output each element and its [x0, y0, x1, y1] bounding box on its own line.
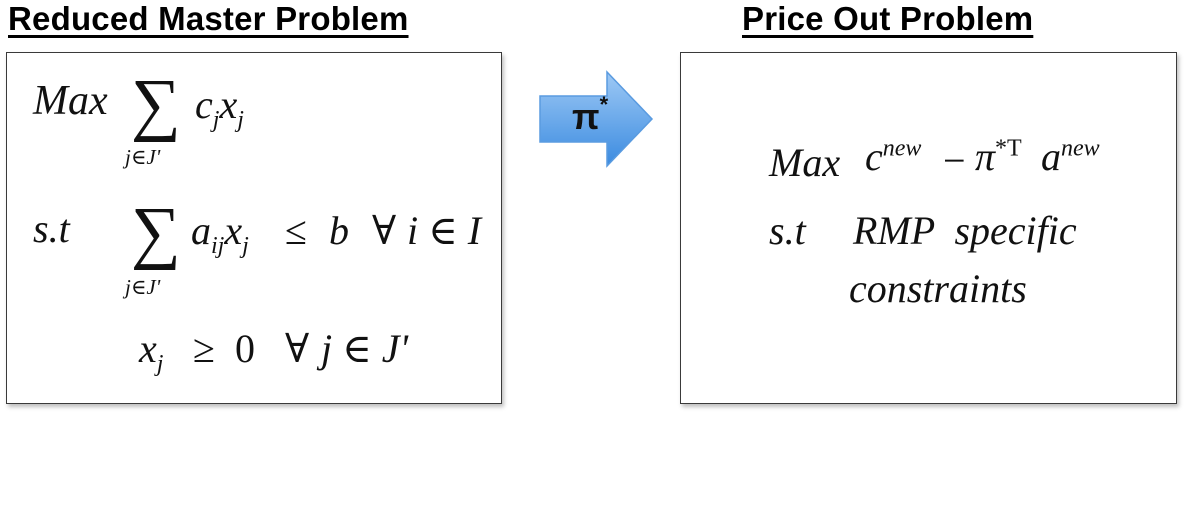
rmp-constraint-sum-index: j∈J' — [125, 275, 161, 299]
rmp-objective-sum-symbol: ∑ — [131, 66, 181, 143]
rmp-constraint-lhs: aijxj — [191, 208, 249, 259]
po-a-new: anew — [1041, 134, 1100, 179]
rmp-geq-symbol: ≥ — [193, 326, 215, 371]
po-max-keyword: Max — [769, 140, 841, 185]
rmp-forall-i-symbol: ∀ — [372, 208, 397, 253]
rmp-objective-terms: cjxj — [195, 82, 244, 133]
po-st-label: s.t — [769, 208, 806, 253]
po-minus-symbol: − — [943, 138, 966, 183]
dual-price-arrow-icon — [539, 70, 654, 168]
rmp-nonneg-var: xj — [139, 326, 164, 377]
rmp-box: Max ∑ cjxj j∈J' s.t ∑ aijxj ≤ b ∀ i ∈ I … — [6, 52, 502, 404]
rmp-forall-j-symbol: ∀ — [285, 326, 310, 371]
price-out-box: Max cnew − π*T anew s.t RMP specific con… — [680, 52, 1177, 404]
rmp-nonneg-rhs: 0 — [235, 326, 255, 371]
po-constraint-line1: RMP specific — [853, 208, 1077, 253]
rmp-constraint-sum-symbol: ∑ — [131, 194, 181, 271]
rmp-forall-j-set: j ∈ J' — [321, 326, 409, 371]
price-out-title: Price Out Problem — [742, 0, 1034, 37]
rmp-leq-symbol: ≤ — [285, 208, 307, 253]
po-constraint-line2: constraints — [849, 266, 1027, 311]
po-c-new: cnew — [865, 134, 922, 179]
rmp-objective-sum-index: j∈J' — [125, 145, 161, 169]
rmp-title: Reduced Master Problem — [8, 0, 409, 37]
rmp-rhs-b: b — [329, 208, 349, 253]
arrow-pi-label: π* — [572, 92, 609, 137]
rmp-forall-i-set: i ∈ I — [407, 208, 482, 253]
po-pi-star-t: π*T — [975, 134, 1022, 179]
rmp-st-label: s.t — [33, 206, 70, 251]
rmp-max-keyword: Max — [33, 78, 108, 124]
